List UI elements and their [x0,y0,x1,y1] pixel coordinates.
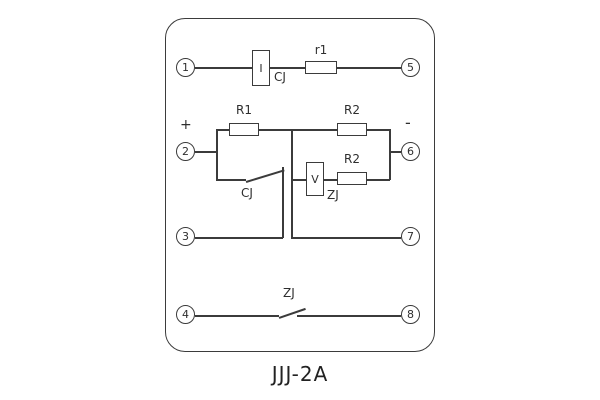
terminal-5: 5 [401,58,420,77]
resistor-R2-bottom-box [337,172,367,185]
wire-lower-branch-left [216,179,246,181]
terminal-3-number: 3 [182,230,189,243]
terminal-6: 6 [401,142,420,161]
terminal-4: 4 [176,305,195,324]
resistor-R2-top-box [337,123,367,136]
zj-contact-label: ZJ [283,286,295,300]
wire-r1-to-t5 [336,67,401,69]
terminal-4-number: 4 [182,308,189,321]
polarity-plus-label: + [180,117,192,133]
resistor-R2-bottom-label: R2 [344,152,360,166]
vertical-left-branch [216,129,218,180]
vertical-junction-to-t7 [291,129,293,238]
wire-top-branch [216,129,391,131]
resistor-R2-top-label: R2 [344,103,360,117]
resistor-r1-label: r1 [314,43,328,57]
cj-contact-label: CJ [241,186,253,200]
current-coil-name-label: CJ [274,70,286,84]
resistor-R1-box [229,123,259,136]
current-coil-symbol: I [259,61,263,75]
terminal-1-number: 1 [182,61,189,74]
wire-contact-to-t8 [297,315,401,317]
terminal-7-number: 7 [407,230,414,243]
diagram-caption: JJJ-2A [271,362,329,386]
terminal-2: 2 [176,142,195,161]
voltage-coil-box: V [306,162,324,196]
vertical-contact-to-t3 [282,167,284,238]
terminal-8: 8 [401,305,420,324]
diagram-border [165,18,435,352]
resistor-r1-box [305,61,337,74]
wire-coil-to-r1 [270,67,306,69]
terminal-6-number: 6 [407,145,414,158]
wire-t4-to-contact [195,315,279,317]
terminal-7: 7 [401,227,420,246]
polarity-minus-label: - [405,113,411,132]
terminal-5-number: 5 [407,61,414,74]
terminal-8-number: 8 [407,308,414,321]
terminal-1: 1 [176,58,195,77]
wire-t3-lead [195,237,283,239]
current-coil-box: I [252,50,270,86]
resistor-R1-label: R1 [236,103,252,117]
wire-t6-stub [389,151,401,153]
terminal-3: 3 [176,227,195,246]
vertical-right-branch [389,129,391,180]
terminal-2-number: 2 [182,145,189,158]
voltage-coil-symbol: V [311,172,319,186]
wire-t2-stub [195,151,217,153]
wire-t1-to-coil [195,67,253,69]
wire-t7-lead [291,237,401,239]
voltage-coil-name-label: ZJ [327,188,339,202]
